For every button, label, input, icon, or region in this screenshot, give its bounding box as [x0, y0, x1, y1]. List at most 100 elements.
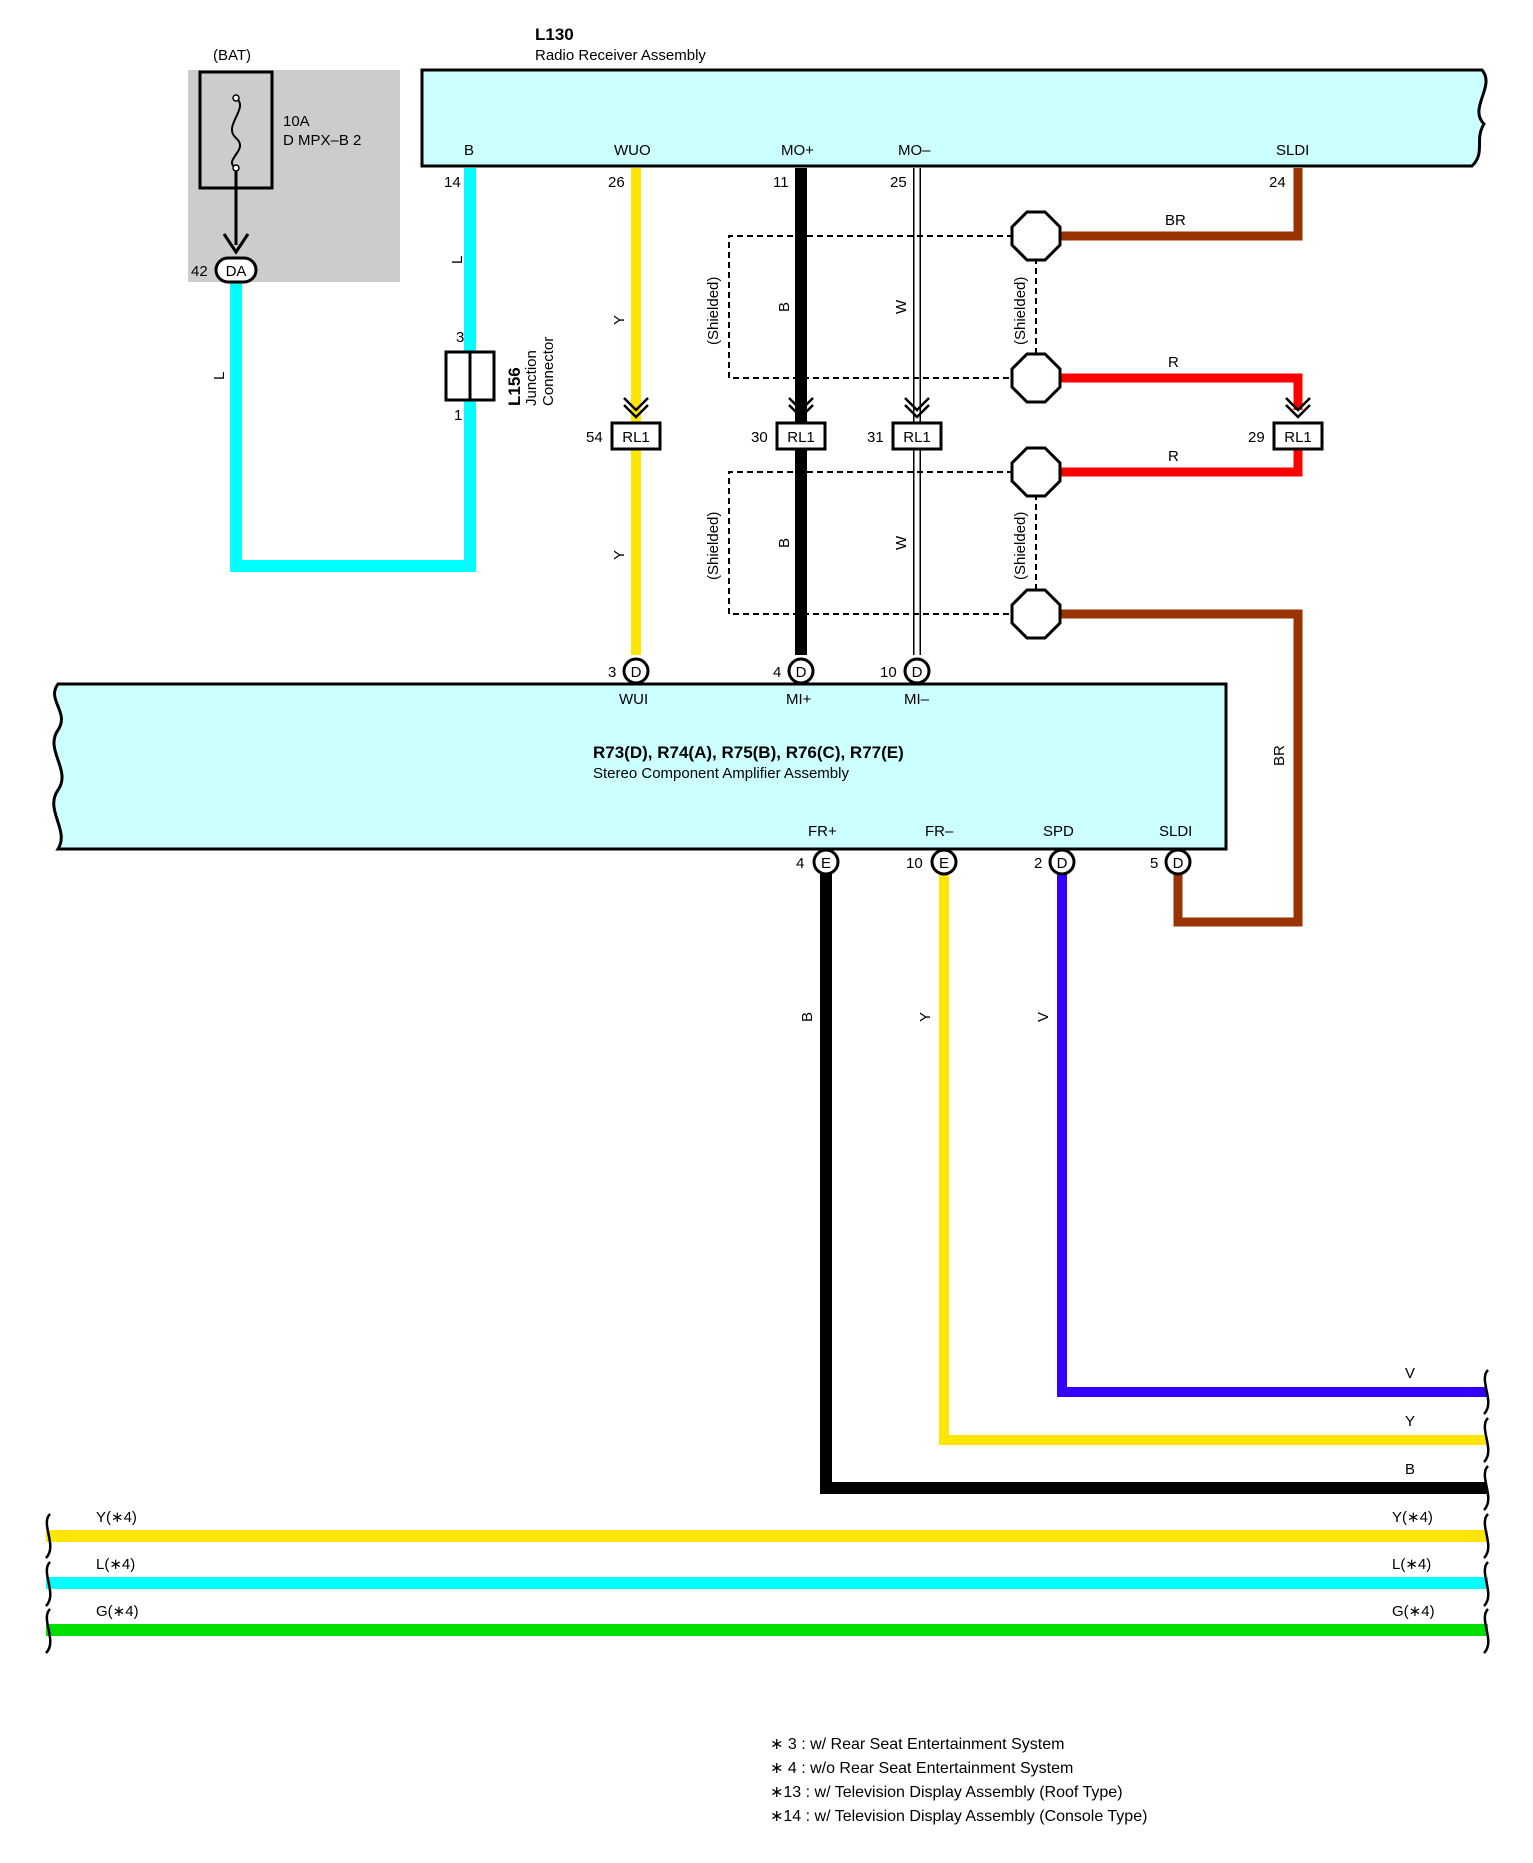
wire-br-radio-sldi: [1036, 168, 1303, 241]
wire-b-fr-plus: [820, 872, 1487, 1494]
amp-bottom-pin-sldi: 5: [1150, 855, 1158, 872]
shield-ground-icon: [1010, 210, 1062, 262]
radio-pin-b: 14: [444, 174, 461, 191]
rl1-connector-w: RL1 31: [867, 397, 943, 451]
amp-bottom-connector-spd: D: [1057, 855, 1068, 872]
wire-label-r-upper: R: [1168, 354, 1179, 371]
radio-terminal-wuo: WUO: [614, 142, 651, 159]
radio-pin-sldi: 24: [1269, 174, 1286, 191]
radio-pin-wuo: 26: [608, 174, 625, 191]
fuse-pin: 42: [191, 263, 208, 280]
shielded-label-upper-left: (Shielded): [705, 277, 722, 345]
amplifier-assembly: R73(D), R74(A), R75(B), R76(C), R77(E) S…: [52, 682, 1228, 851]
junction-name-line1: Junction: [523, 350, 540, 406]
connector-arrow-icon: [904, 397, 930, 412]
wire-label-y-right: Y: [1405, 1413, 1415, 1430]
rl1-pin-w: 31: [867, 429, 884, 446]
wire-y-fr-minus: [939, 872, 1487, 1445]
wire-label-l-right: L: [449, 256, 466, 264]
fuse-source-label: (BAT): [213, 47, 251, 64]
shielded-label-lower-left: (Shielded): [705, 512, 722, 580]
amp-bottom-pin-fr-plus: 4: [796, 855, 804, 872]
shield-ground-icon: [1010, 588, 1062, 640]
amp-terminal-fr-minus: FR–: [925, 823, 954, 840]
junction-connector: 3 1 L156 Junction Connector: [444, 329, 557, 424]
radio-pin-mo-plus: 11: [773, 174, 789, 191]
amp-top-connector-wui: D: [631, 664, 642, 681]
amp-top-connector-mi-minus: D: [912, 664, 923, 681]
shield-group-upper: (Shielded) (Shielded): [705, 210, 1062, 404]
wire-label-v-right: V: [1405, 1365, 1415, 1382]
bus-label-y4-right: Y(∗4): [1392, 1509, 1433, 1526]
amp-terminal-fr-plus: FR+: [808, 823, 837, 840]
amp-top-pin-mi-minus: 10: [880, 664, 897, 681]
wire-label-b-lower: B: [776, 538, 793, 548]
rl1-label: RL1: [622, 429, 650, 446]
bus-labels: Y(∗4) Y(∗4) L(∗4) L(∗4) G(∗4) G(∗4): [96, 1509, 1435, 1620]
fuse-name: D MPX–B 2: [283, 132, 361, 149]
fuse-element-icon: [230, 97, 242, 169]
bus-label-y4-left: Y(∗4): [96, 1509, 137, 1526]
amp-bottom-pin-fr-minus: 10: [906, 855, 923, 872]
amp-terminal-sldi: SLDI: [1159, 823, 1192, 840]
radio-terminal-mo-minus: MO–: [898, 142, 931, 159]
shield-ground-icon: [1010, 446, 1062, 498]
amp-bottom-connectors: E 4 E 10 D 2 D 5: [796, 848, 1192, 876]
rl1-label: RL1: [903, 429, 931, 446]
bus-label-g4-left: G(∗4): [96, 1603, 139, 1620]
wire-label-w-lower: W: [893, 535, 910, 550]
amplifier-codes: R73(D), R74(A), R75(B), R76(C), R77(E): [593, 743, 904, 762]
amp-bottom-pin-spd: 2: [1034, 855, 1042, 872]
radio-terminal-b: B: [464, 142, 474, 159]
connector-arrow-icon: [788, 397, 814, 412]
wire-labels: L L Y Y B B W W BR R R BR B Y V V Y B: [211, 212, 1415, 1478]
fuse-connector-label: DA: [226, 263, 247, 280]
wires: [46, 168, 1488, 1636]
wire-v-spd: [1057, 872, 1487, 1397]
wire-label-br-upper: BR: [1165, 212, 1186, 229]
footnotes: ∗ 3 : w/ Rear Seat Entertainment System …: [770, 1736, 1147, 1825]
wire-label-b-upper: B: [776, 302, 793, 312]
wire-label-y-bottom: Y: [917, 1012, 934, 1022]
radio-pin-mo-minus: 25: [890, 174, 907, 191]
rl1-pin-r: 29: [1248, 429, 1265, 446]
footnote: ∗ 4 : w/o Rear Seat Entertainment System: [770, 1760, 1073, 1777]
footnote: ∗ 3 : w/ Rear Seat Entertainment System: [770, 1736, 1064, 1753]
wire-label-b-bottom: B: [799, 1012, 816, 1022]
amplifier-name: Stereo Component Amplifier Assembly: [593, 765, 849, 782]
wire-label-y-upper: Y: [611, 315, 628, 325]
bus-label-l4-left: L(∗4): [96, 1556, 135, 1573]
amp-top-connector-mi-plus: D: [796, 664, 807, 681]
connector-arrow-icon: [1285, 397, 1311, 412]
rl1-pin-y: 54: [586, 429, 603, 446]
rl1-connector-b: RL1 30: [751, 397, 827, 451]
radio-box: [420, 68, 1488, 168]
wire-label-br-side: BR: [1271, 745, 1288, 766]
radio-receiver-assembly: L130 Radio Receiver Assembly B WUO MO+ M…: [420, 25, 1488, 191]
bus-label-l4-right: L(∗4): [1392, 1556, 1431, 1573]
rl1-connector-r: RL1 29: [1248, 397, 1324, 451]
wire-label-r-lower: R: [1168, 448, 1179, 465]
shield-ground-icon: [1010, 352, 1062, 404]
amplifier-box: [52, 682, 1228, 851]
junction-pin-top: 3: [456, 329, 464, 346]
radio-name: Radio Receiver Assembly: [535, 47, 706, 64]
fuse-block: (BAT) 10A D MPX–B 2: [188, 47, 400, 282]
wire-br-amp-sldi: [1036, 609, 1303, 927]
bus-label-g4-right: G(∗4): [1392, 1603, 1435, 1620]
rl1-connectors: RL1 54 RL1 30 RL1 31 RL1 29: [586, 397, 1324, 451]
amp-terminal-spd: SPD: [1043, 823, 1074, 840]
fuse-arrow-icon: [222, 233, 250, 255]
shielded-label-lower-right: (Shielded): [1012, 512, 1029, 580]
junction-name-line2: Connector: [540, 337, 557, 406]
fuse-connector-da: DA 42: [191, 256, 258, 284]
amp-terminal-mi-minus: MI–: [904, 691, 930, 708]
wire-break-marks: [44, 1369, 1490, 1654]
amp-top-pin-mi-plus: 4: [773, 664, 781, 681]
wire-label-v-bottom: V: [1035, 1012, 1052, 1022]
wire-label-b-right: B: [1405, 1461, 1415, 1478]
rl1-label: RL1: [1284, 429, 1312, 446]
amp-bottom-connector-fr-minus: E: [939, 855, 949, 872]
shield-group-lower: (Shielded) (Shielded): [705, 446, 1062, 640]
amp-top-connectors: D 3 D 4 D 10: [608, 657, 931, 685]
